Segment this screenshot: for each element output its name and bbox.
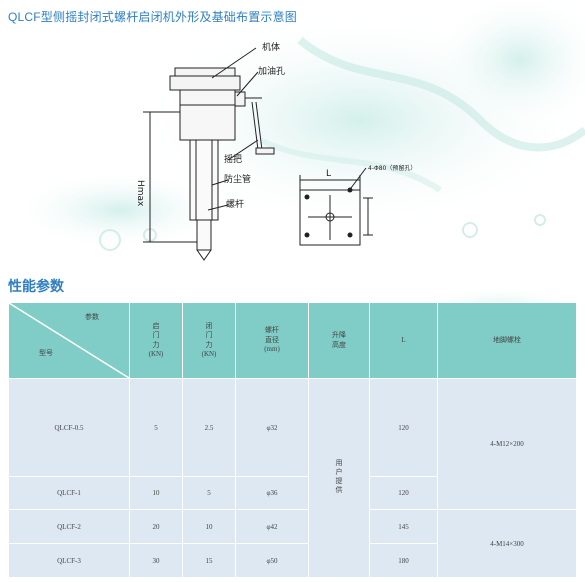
cell-l: 120 [369,378,438,477]
cell-l: 180 [369,543,438,578]
header-open-force: 启门力(KN) [129,302,183,379]
label-body: 机体 [262,41,280,53]
cell-model: QLCF-3 [8,543,130,578]
header-param-model: 参数 型号 [8,302,130,379]
cell-model: QLCF-2 [8,509,130,544]
table-row: QLCF-2 20 10 φ42 145 4-M14×300 [8,509,577,578]
label-screw: 螺杆 [226,198,244,210]
label-handle: 摇把 [224,153,242,165]
table-header-row: 参数 型号 启门力(KN) 闭门力(KN) 螺杆直径(mm) 升降高度 L 地脚… [8,302,577,379]
cell-close-force: 10 [182,509,236,544]
cell-close-force: 2.5 [182,378,236,477]
cell-open-force: 20 [129,509,183,544]
label-bolt-hole: 4-Φ80（预留孔） [368,164,416,172]
table-row: QLCF-0.5 5 2.5 φ32 用户提供 120 4-M12×200 [8,378,577,578]
label-oil-hole: 加油孔 [258,65,285,77]
header-close-force: 闭门力(KN) [182,302,236,379]
cell-l: 120 [369,476,438,510]
cell-screw-diameter: φ42 [235,509,309,544]
table-row: QLCF-3 30 15 φ50 180 [8,543,577,578]
cell-model: QLCF-1 [8,476,130,510]
performance-table: 参数 型号 启门力(KN) 闭门力(KN) 螺杆直径(mm) 升降高度 L 地脚… [8,302,577,578]
label-l: L [326,169,331,179]
label-hmax: Hmax [135,180,145,207]
cell-model: QLCF-0.5 [8,378,130,477]
cell-anchor-bolt-b: 4-M14×300 [437,509,577,578]
header-l: L [369,302,438,379]
cell-screw-diameter: φ50 [235,543,309,578]
section-title: 性能参数 [8,278,64,294]
cell-screw-diameter: φ32 [235,378,309,477]
cell-anchor-bolt-a: 4-M12×200 [437,378,577,510]
cell-screw-diameter: φ36 [235,476,309,510]
cell-l: 145 [369,509,438,544]
cell-open-force: 30 [129,543,183,578]
header-model: 型号 [39,348,53,357]
cell-open-force: 10 [129,476,183,510]
label-dust-tube: 防尘管 [224,173,251,185]
cell-close-force: 5 [182,476,236,510]
cell-open-force: 5 [129,378,183,477]
header-anchor-bolt: 地脚螺栓 [437,302,577,379]
header-lift-height: 升降高度 [308,302,370,379]
page-title: QLCF型侧摇封闭式螺杆启闭机外形及基础布置示意图 [8,10,298,24]
cell-close-force: 15 [182,543,236,578]
cell-lift-height: 用户提供 [308,378,370,578]
table-row: QLCF-1 10 5 φ36 120 [8,476,577,510]
header-screw-diameter: 螺杆直径(mm) [235,302,309,379]
hoist-outline-drawing: 机体 加油孔 摇把 防尘管 螺杆 Hmax L 4-Φ80（预留孔） [135,41,416,261]
header-param: 参数 [85,313,99,321]
